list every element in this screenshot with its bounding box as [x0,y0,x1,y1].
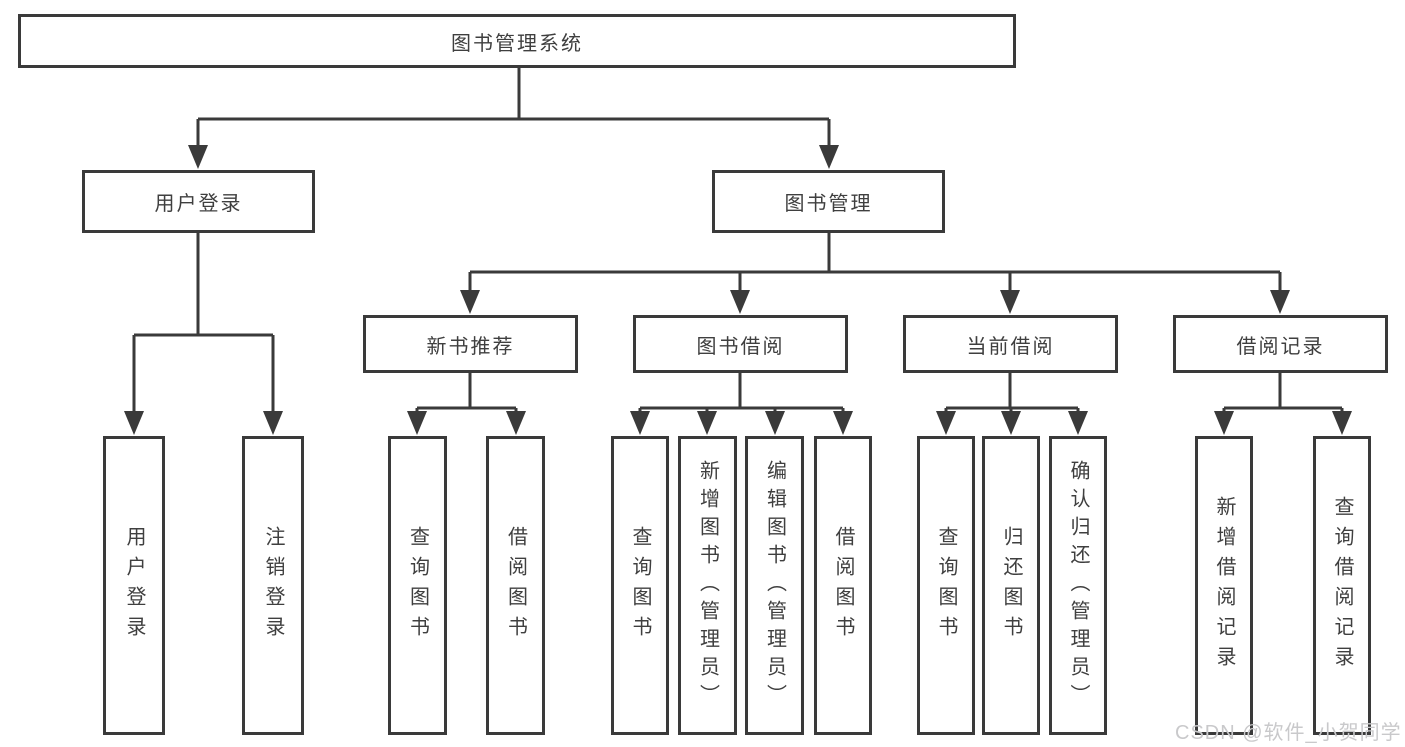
node-label: 图书管理 [784,193,873,215]
leaf-label: 查询借阅记录 [1331,495,1353,676]
node-root-library-system: 图书管理系统 [18,14,1016,68]
node-book-borrow: 图书借阅 [633,315,848,373]
arrowheads [124,145,1352,435]
node-book-management: 图书管理 [712,170,945,233]
leaf-query-borrow-record: 查询借阅记录 [1313,436,1371,735]
node-label: 借阅记录 [1236,335,1325,358]
node-label: 新书推荐 [426,335,515,358]
node-user-login: 用户登录 [82,170,315,233]
leaf-label: 用户登录 [123,525,145,646]
node-label: 图书借阅 [696,335,785,358]
leaf-return-books: 归还图书 [982,436,1040,735]
leaf-borrow-books-2: 借阅图书 [814,436,872,735]
leaf-label: 归还图书 [1000,525,1022,646]
leaf-edit-books-admin: 编辑图书（管理员） [745,436,804,735]
leaf-label: 编辑图书（管理员） [763,459,786,712]
node-borrow-records: 借阅记录 [1173,315,1388,373]
leaf-user-login: 用户登录 [103,436,165,735]
leaf-label: 查询图书 [629,525,651,646]
leaf-label: 查询图书 [406,525,429,646]
leaf-add-books-admin: 新增图书（管理员） [678,436,737,735]
leaf-borrow-books-1: 借阅图书 [486,436,545,735]
leaf-label: 借阅图书 [504,525,527,646]
node-current-borrow: 当前借阅 [903,315,1118,373]
node-new-book-recommend: 新书推荐 [363,315,578,373]
leaf-logout: 注销登录 [242,436,304,735]
leaf-label: 确认归还（管理员） [1067,459,1089,712]
leaf-query-books-3: 查询图书 [917,436,975,735]
leaf-confirm-return-admin: 确认归还（管理员） [1049,436,1107,735]
leaf-query-books-1: 查询图书 [388,436,447,735]
node-label: 用户登录 [154,193,243,215]
leaf-label: 新增借阅记录 [1213,495,1235,676]
leaf-label: 新增图书（管理员） [696,459,719,712]
leaf-label: 查询图书 [935,525,957,646]
node-label: 当前借阅 [966,335,1055,358]
leaf-label: 借阅图书 [832,525,854,646]
node-label: 图书管理系统 [451,32,583,55]
leaf-query-books-2: 查询图书 [611,436,669,735]
csdn-watermark: CSDN @软件_小贺同学 [1175,722,1402,744]
leaf-add-borrow-record: 新增借阅记录 [1195,436,1253,735]
leaf-label: 注销登录 [262,525,284,646]
